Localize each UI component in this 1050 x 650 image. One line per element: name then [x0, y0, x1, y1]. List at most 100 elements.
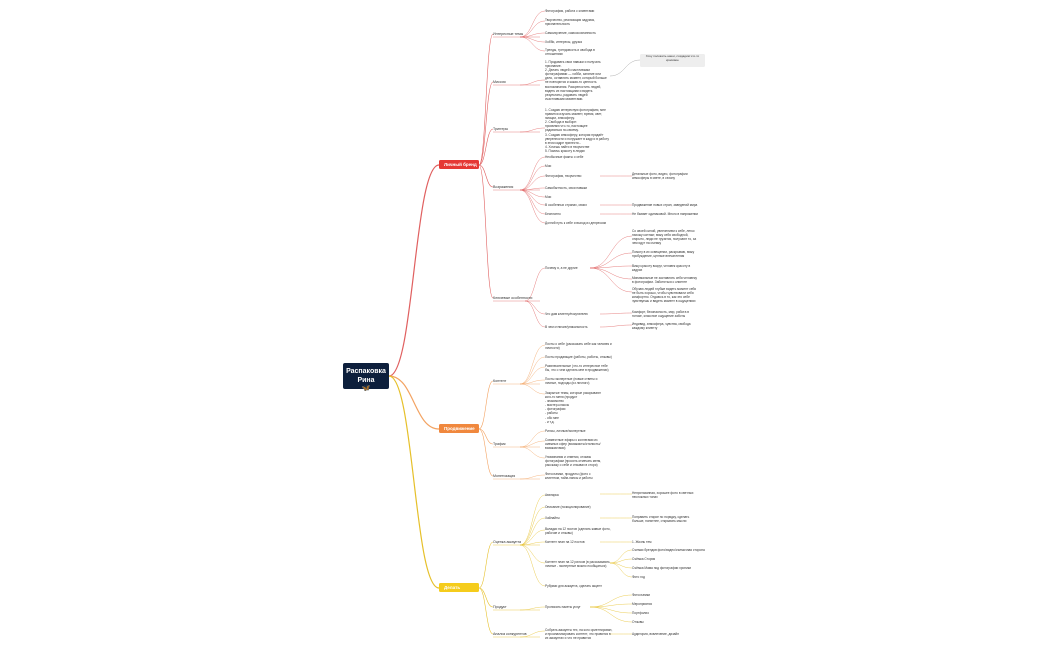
list-item[interactable]: Мои — [545, 164, 552, 168]
connector-line — [519, 440, 546, 448]
list-item-note[interactable]: Комфорт, безопасность, мир, работа в пот… — [632, 310, 689, 319]
list-item-note[interactable]: Со своей силой, увлечением к себе, легко… — [632, 229, 697, 246]
connector-line — [478, 428, 494, 477]
list-item[interactable]: Контент план на 12 постов — [545, 540, 585, 544]
list-item-note[interactable]: 1. Жизнь тем — [632, 540, 652, 544]
list-item[interactable]: В особенных странах, своих — [545, 203, 587, 207]
connector-line — [589, 603, 633, 608]
connector-line — [519, 541, 546, 546]
list-item-note[interactable]: Детальные фото, видео, фотографии атмосф… — [632, 172, 688, 181]
missiya-text[interactable]: 1. Продавать свои навыки и получать приз… — [545, 60, 607, 101]
list-item[interactable]: Рилсы, личные/экспертные — [545, 429, 586, 433]
list-item-note[interactable]: Вижу красоту вокруг, человек красоту в к… — [632, 264, 691, 273]
list-item[interactable]: Упоминания и отметки, отзывы фотографам … — [545, 455, 602, 468]
topic-klyuchevye[interactable]: Ключевые особенности — [493, 296, 533, 300]
list-item-note[interactable]: Фото год — [632, 575, 645, 579]
list-item-note[interactable]: Продвижение новых стран, заведений мира — [632, 203, 698, 207]
connector-line — [609, 562, 633, 569]
topic-triggery[interactable]: Триггеры — [493, 127, 509, 131]
connector-line — [388, 375, 440, 589]
list-item-note[interactable]: Съемки брендов фото/видео/съемочная стор… — [632, 548, 705, 552]
connector-line — [519, 156, 546, 191]
list-item[interactable]: Описание (позиционирование) — [545, 505, 591, 509]
list-item[interactable]: Самоизучение, самоосознанность — [545, 31, 596, 35]
connector-line — [478, 587, 494, 608]
list-item[interactable]: Бесплатно — [545, 212, 561, 216]
connector-line — [478, 587, 494, 635]
list-item[interactable]: Аватарка — [545, 493, 559, 497]
connector-line — [478, 428, 494, 445]
list-item[interactable]: Самобытность, свои навыки — [545, 186, 588, 190]
topic-missiya[interactable]: Миссия — [493, 80, 506, 84]
list-item[interactable]: Развлекательные (что-то интересное тебе … — [545, 364, 609, 373]
connector-line — [519, 175, 546, 191]
list-item[interactable]: Посты о себе (рассказать себе как челове… — [545, 342, 612, 351]
list-item[interactable]: Необычные факты о себе — [545, 155, 584, 159]
list-item[interactable]: Прописать пакеты услуг — [545, 605, 581, 609]
triggery-text[interactable]: 1. Создаю интересную фотографию, мне нра… — [545, 108, 609, 153]
list-item[interactable]: Посты продающие (работы, работы, отзывы) — [545, 355, 612, 359]
connector-line — [519, 127, 546, 133]
topic-ocenka[interactable]: Оценка аккаунта — [493, 540, 522, 544]
list-item[interactable]: Мои — [545, 195, 552, 199]
list-item-note[interactable]: Обучаю людей глубже видеть момент себя н… — [632, 287, 697, 304]
list-item[interactable]: В чем отличие/уникальность — [545, 325, 588, 329]
connector-line — [388, 164, 440, 377]
list-item[interactable]: Долгий путь к себе и выход из депрессии — [545, 221, 607, 225]
list-item-note[interactable]: Мероприятия — [632, 602, 652, 606]
list-item[interactable]: Творчество, реализация задумок, признате… — [545, 18, 595, 27]
connector-line — [609, 558, 633, 564]
list-item[interactable]: Собрать аккаунты тех, на кого ориентиров… — [545, 628, 613, 641]
butterfly-icon: 🦋 — [361, 385, 371, 392]
list-item-note[interactable]: Помогу в их освещении, раскрываю, вижу п… — [632, 250, 695, 259]
list-item-note[interactable]: Фотосъемки — [632, 593, 651, 597]
list-item-note[interactable]: Не бывает одинаковой. Много в напряжении — [632, 212, 699, 216]
connector-line — [524, 300, 546, 328]
connector-line — [519, 344, 546, 385]
connector-line — [519, 189, 546, 206]
list-item-note[interactable]: Непритязанная, хорошее фото в светлых не… — [632, 491, 694, 500]
list-item[interactable]: Вкладки на 12 постов (сделать живые фото… — [545, 527, 611, 536]
list-item-note[interactable]: Минимальные не заставлять себя человеку … — [632, 276, 697, 285]
list-item[interactable]: Тренды, трендовость и свобода в отношени… — [545, 48, 595, 57]
list-item[interactable]: Рубрики для аккаунта, сделать акцент — [545, 584, 602, 588]
list-item-note[interactable]: Аудитория, вовлечение, дизайн — [632, 632, 679, 636]
topic-interesy[interactable]: Интересные темы — [493, 32, 524, 36]
topic-trafik[interactable]: Трафик — [493, 442, 506, 446]
connector-line — [478, 541, 494, 589]
topic-analiz[interactable]: Анализ конкурентов — [493, 632, 527, 636]
list-item[interactable]: Закрытые темы, которые раскрывают кого-т… — [545, 391, 601, 424]
topic-kontent[interactable]: Контент — [493, 379, 507, 383]
list-item[interactable]: Хобби, интересы, друзья — [545, 40, 583, 44]
list-item-note[interactable]: Индивид, атмосфера, чувства, свобода каж… — [632, 322, 691, 331]
topic-monetizaciya[interactable]: Монетизация — [493, 474, 516, 478]
topic-vozrazheniya[interactable]: Возражения — [493, 185, 514, 189]
list-item-note[interactable]: Отзывы — [632, 620, 644, 624]
list-item[interactable]: Фотография, работа с клиентами — [545, 9, 595, 13]
topic-produkt[interactable]: Продукт — [493, 605, 507, 609]
branch-delat[interactable]: Делать — [439, 583, 479, 592]
list-item-note[interactable]: Портфолио — [632, 611, 649, 615]
connector-line — [519, 366, 546, 385]
list-item-note[interactable]: Поправить старое по порядку, сделать бол… — [632, 515, 690, 524]
missiya-callout[interactable]: Хочу положить наши, создадим что-то крас… — [640, 54, 705, 67]
list-item[interactable]: Что дам клиенту/покупателю — [545, 312, 588, 316]
connector-line — [519, 430, 546, 448]
list-item[interactable]: Почему я, а не другие — [545, 266, 578, 270]
branch-prodvizhenie[interactable]: Продвижение — [439, 424, 479, 433]
list-item[interactable]: Хайлайты — [545, 516, 560, 520]
connector-line — [589, 267, 633, 293]
list-item[interactable]: Фотография, творчество — [545, 174, 582, 178]
list-item[interactable]: Контент план на 12 рилсов (в рассказыват… — [545, 560, 610, 569]
list-item[interactable]: Фотосъемки, продукты (фото с клиентом, т… — [545, 472, 593, 481]
connector-line — [519, 187, 546, 191]
list-item[interactable]: Совместные эфиры с коллегами из смежных … — [545, 438, 601, 451]
list-item-note[interactable]: Съёмка Стория — [632, 557, 656, 561]
root-node[interactable]: Распаковка Рина 🦋 — [343, 363, 389, 392]
branch-lichny-brend[interactable]: Личный бренд — [439, 160, 479, 169]
list-item-note[interactable]: Съёмка Мама под фотографии хроники — [632, 566, 692, 570]
root-title: Распаковка Рина — [346, 368, 386, 384]
list-item[interactable]: Посты экспертные (новые ответы и личные,… — [545, 377, 598, 386]
